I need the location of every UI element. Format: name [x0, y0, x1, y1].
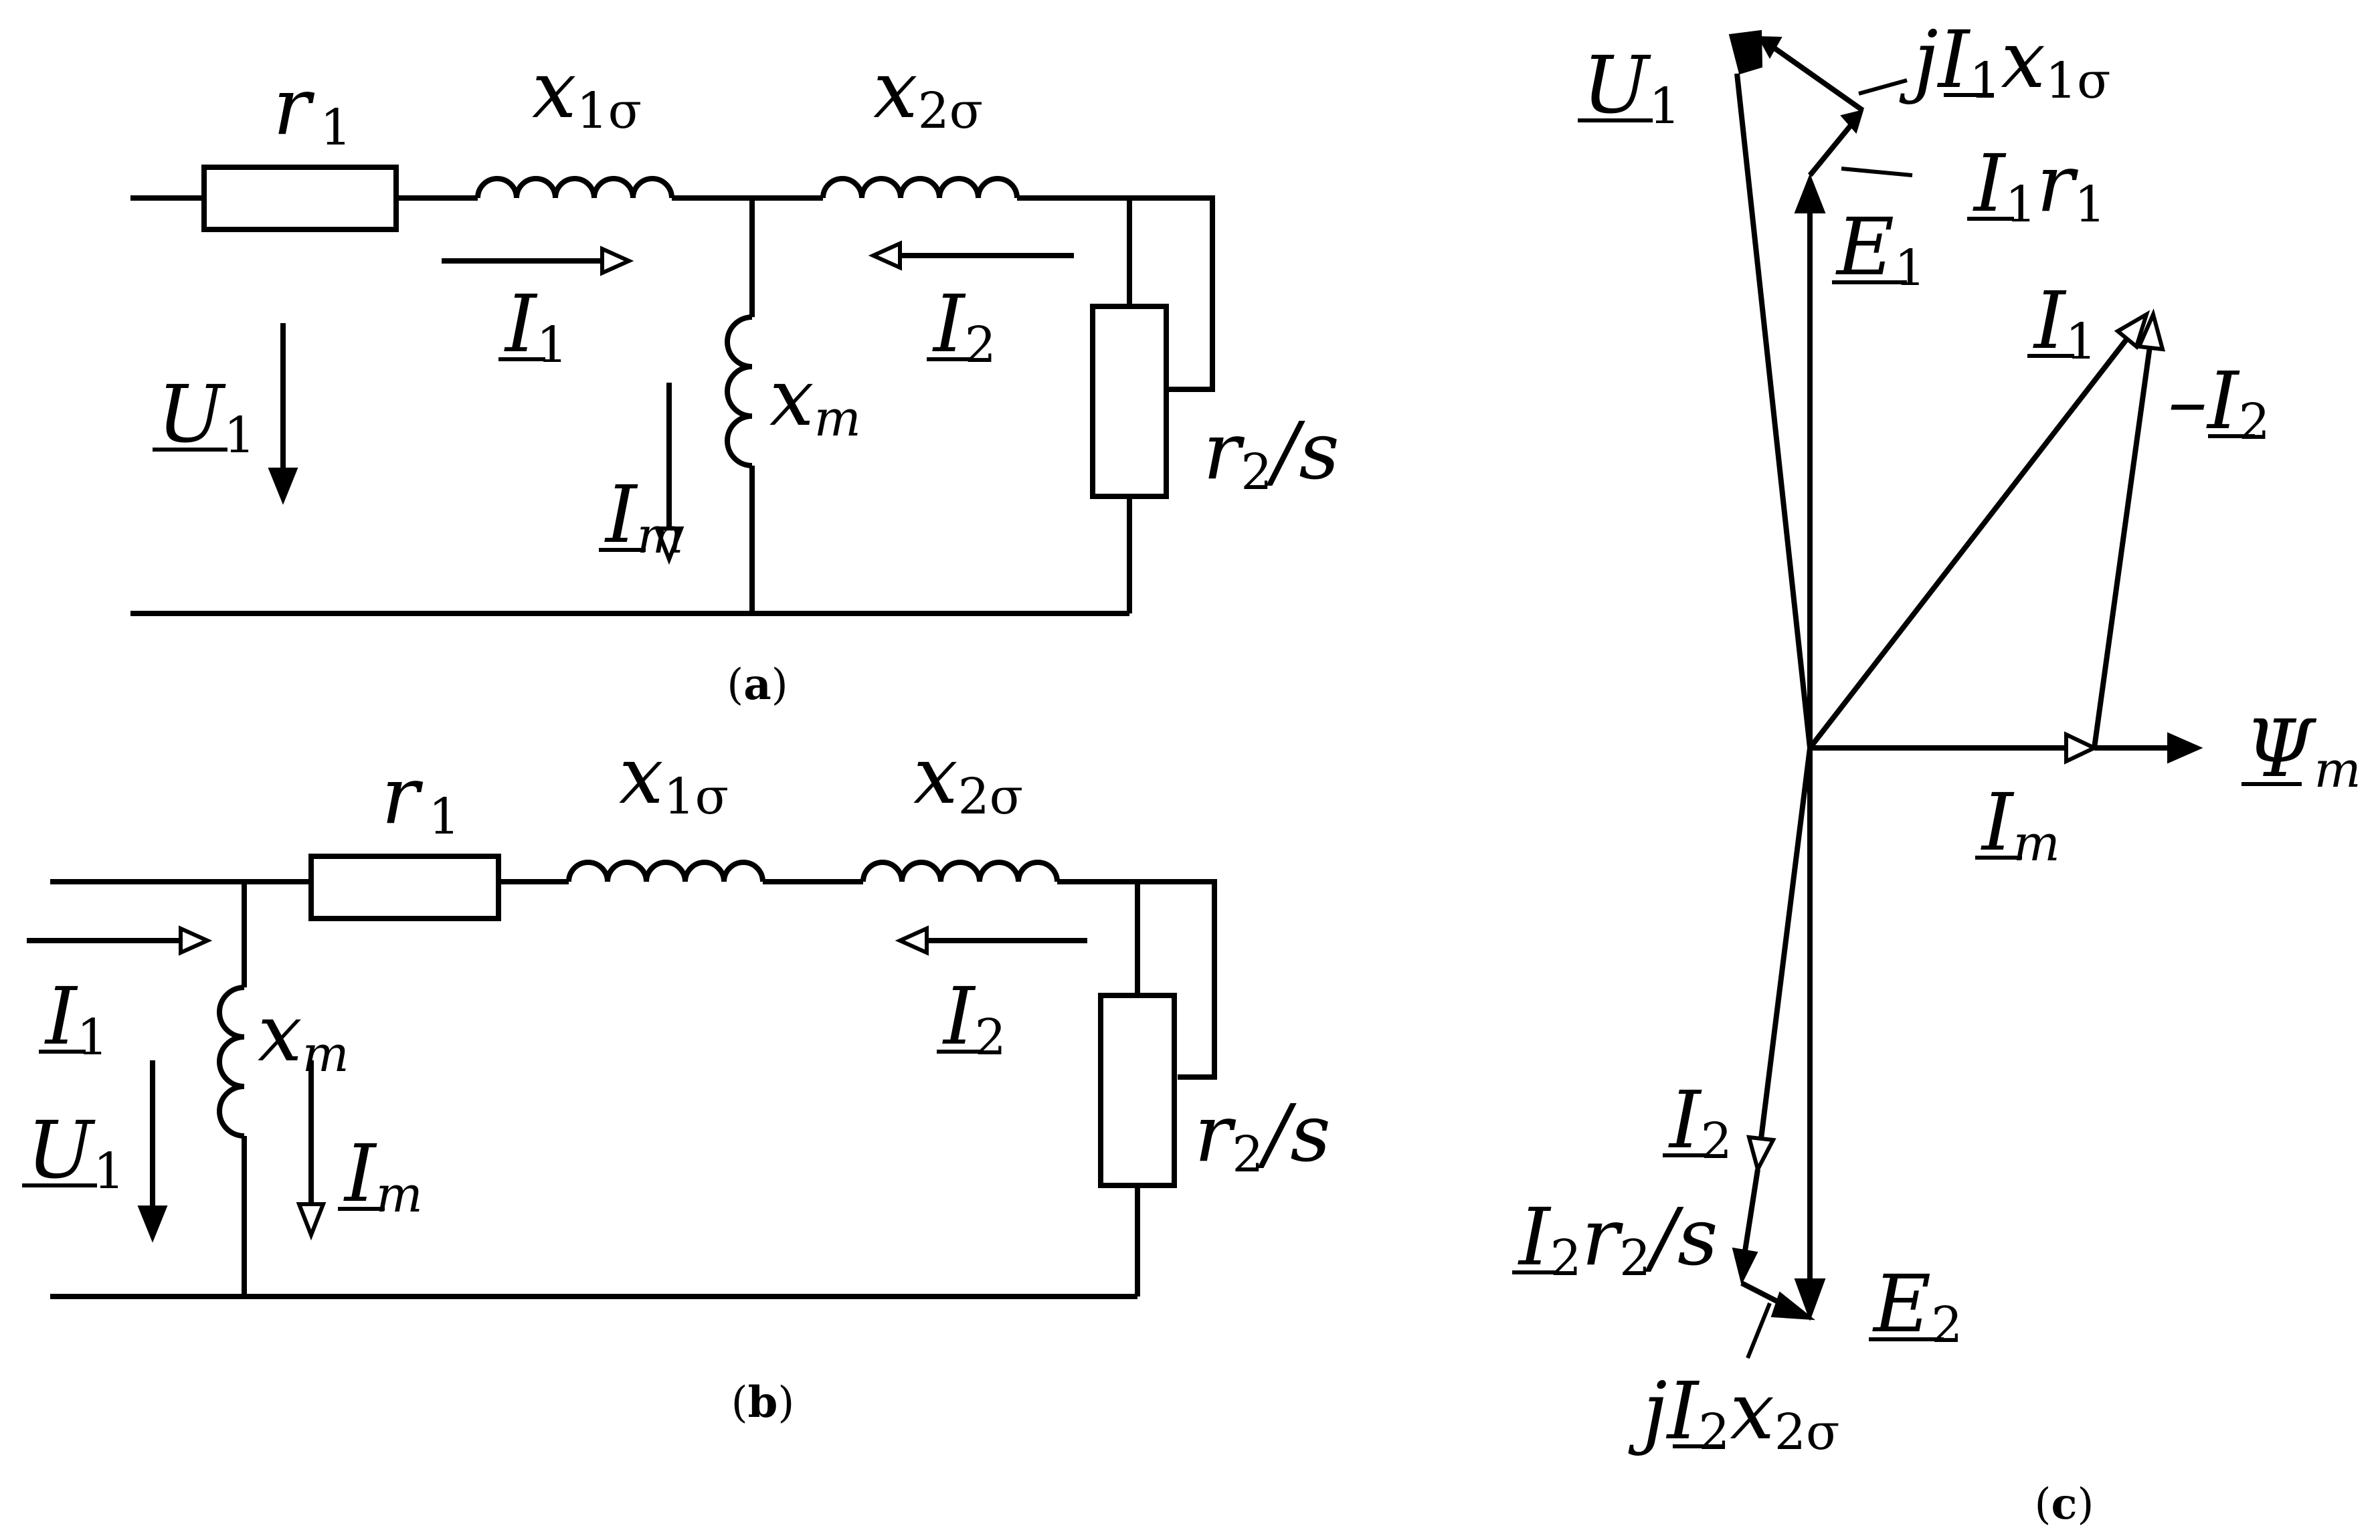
panel-c-label-jI2x2s: jI2x2σ	[1628, 1365, 1839, 1461]
panel-b-label-xm: xm	[258, 987, 349, 1083]
panel-c-label-jI1x1s: jI1x1σ	[1899, 13, 2110, 110]
panel-a-label-x1s: x1σ	[532, 43, 642, 140]
panel-a-arrow-I2-head	[868, 240, 902, 271]
panel-a-resistor-r2s	[1090, 304, 1169, 499]
panel-b-label-I1: I1	[44, 970, 108, 1066]
panel-a-label-r2s: r2/s	[1203, 405, 1340, 501]
panel-c-labels: U1 jI1x1σ I1r1 E1 I1 –I2 Ψm Im I2 I2r2/s…	[1512, 13, 2361, 1529]
phasor-E2-head	[1794, 1278, 1826, 1321]
phasor-Psim-head	[2167, 732, 2203, 764]
panel-a-arrow-I1-head	[600, 246, 634, 276]
panel-b-arrow-U1-head	[137, 1206, 168, 1243]
phasor-I2r2s	[1742, 1169, 1760, 1252]
leader-jI2x2s	[1746, 1302, 1772, 1359]
phasor-E1-head	[1794, 173, 1826, 213]
panel-b-label-x2s: x2σ	[913, 729, 1023, 826]
panel-b-label-U1: U1	[27, 1104, 125, 1200]
leader-jI1x1s	[1858, 78, 1908, 96]
phasor-U1	[1734, 73, 1813, 749]
panel-c-label-Psim: Ψm	[2245, 702, 2361, 799]
panel-b-label-I2: I2	[942, 970, 1006, 1066]
phasor-jI1x1s	[1772, 45, 1865, 113]
phasor-jI1x1s-head	[1757, 35, 1782, 60]
panel-a-label-I1: I1	[504, 278, 568, 374]
phasor-jI2x2s-head	[1770, 1291, 1816, 1321]
panel-b-circuit	[27, 854, 1217, 1299]
panel-c-label-I2r2s: I2r2/s	[1518, 1191, 1718, 1287]
panel-b-resistor-r2s	[1098, 993, 1177, 1188]
panel-a-label-Im: Im	[604, 468, 684, 565]
panel-c-label-I1: I1	[2033, 274, 2097, 371]
panel-b-label-r2s: r2/s	[1194, 1087, 1331, 1183]
panel-a-top-wire-right	[1017, 195, 1215, 392]
phasor-I2-head	[1746, 1135, 1776, 1175]
panel-c-label-E1: E1	[1835, 201, 1926, 297]
phasor-I1-head	[2114, 310, 2150, 351]
leader-I1r1	[1841, 167, 1913, 177]
panel-b-arrow-I2-head	[895, 925, 929, 956]
panel-b-resistor-r1	[308, 854, 501, 921]
panel-c-label-I2: I2	[1668, 1074, 1732, 1170]
panel-c-phasors	[1728, 29, 2203, 1359]
panel-a-arrow-Im-head	[654, 526, 684, 565]
panel-a-label-I2: I2	[932, 278, 996, 374]
panel-c-label-U1: U1	[1582, 39, 1681, 135]
phasor-minus-I2	[2092, 346, 2153, 749]
panel-b-inductor-x2s	[860, 860, 1060, 882]
panel-c-label-Im: Im	[1981, 776, 2060, 872]
panel-b-inductor-xm	[217, 985, 245, 1139]
panel-a-resistor-r1	[201, 165, 399, 232]
phasor-I1r1	[1807, 122, 1855, 177]
panel-a-label-U1: U1	[157, 368, 256, 464]
panel-b-label-x1s: x1σ	[619, 729, 729, 826]
phasor-I2r2s-head	[1732, 1247, 1758, 1285]
phasor-I1	[1807, 336, 2130, 750]
phasor-minus-I2-head	[2136, 308, 2166, 352]
phasor-I1r1-head	[1840, 109, 1864, 134]
panel-a-inductor-x2s	[820, 176, 1020, 199]
panel-a-inductor-xm	[725, 314, 753, 468]
panel-a-circuit	[130, 165, 1215, 616]
panel-a-label-x2s: x2σ	[873, 43, 983, 140]
panel-b-caption: (b)	[731, 1377, 795, 1428]
panel-c-caption: (c)	[2035, 1479, 2094, 1529]
phasor-U1-head	[1728, 29, 1763, 75]
panel-a-caption: (a)	[727, 660, 788, 710]
panel-a-arrow-U1-head	[268, 468, 298, 505]
panel-b-arrow-Im-head	[296, 1202, 327, 1241]
panel-a-inductor-x1s	[475, 176, 674, 199]
phasor-I2	[1758, 747, 1813, 1139]
panel-c-label-I1r1: I1r1	[1973, 137, 2106, 233]
panel-c-label-E2: E2	[1872, 1258, 1962, 1354]
phasor-Im-head	[2064, 731, 2099, 765]
panel-b-inductor-x1s	[566, 860, 765, 882]
panel-c-label-minus-I2: –I2	[2168, 355, 2270, 451]
panel-a-label-xm: xm	[769, 351, 861, 448]
panel-b-arrow-I1-head	[179, 925, 213, 956]
panel-b-label-Im: Im	[343, 1127, 423, 1224]
